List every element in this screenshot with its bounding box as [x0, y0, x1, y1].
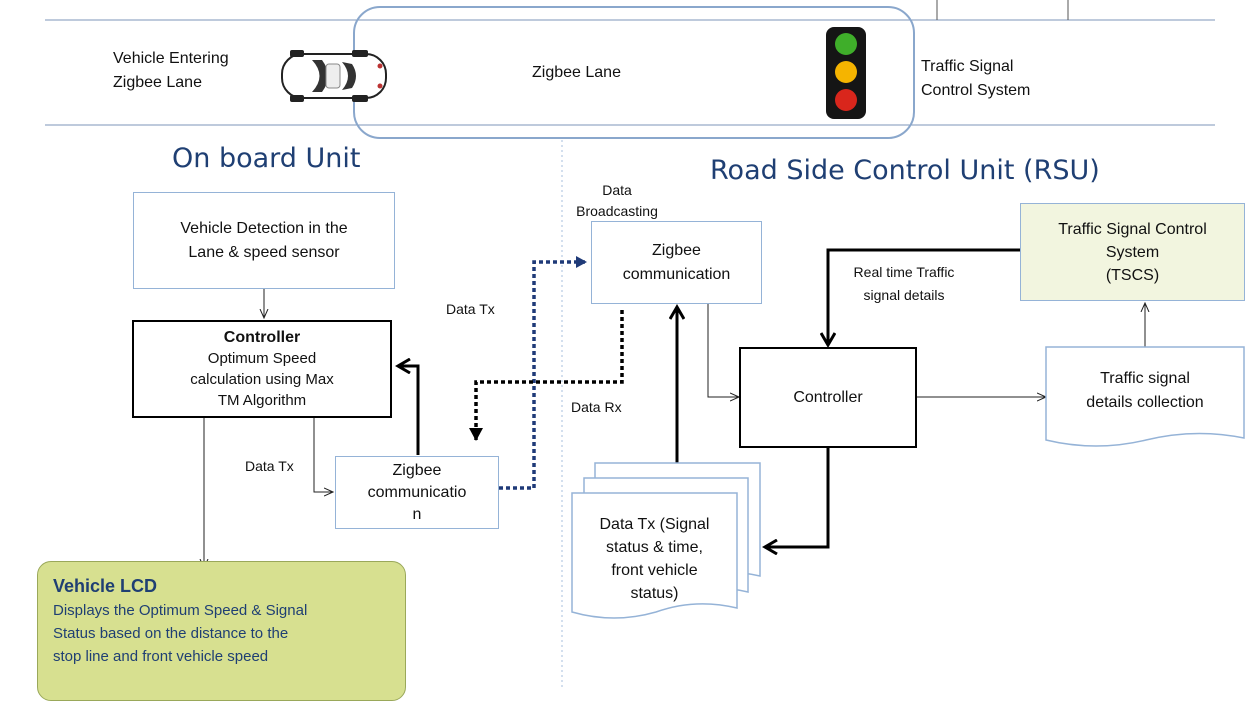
obu-controller-box: Controller Optimum Speed calculation usi…	[132, 320, 392, 418]
vehicle-entering-label: Vehicle Entering Zigbee Lane	[113, 50, 229, 91]
rsu-title: Road Side Control Unit (RSU)	[710, 155, 1100, 186]
traffic-light-icon	[826, 27, 866, 119]
label-data-rx-link: Data Rx	[571, 399, 622, 415]
vehicle-detection-box: Vehicle Detection in the Lane & speed se…	[133, 192, 395, 289]
datatx-document-stack	[571, 462, 761, 619]
rsu-controller-box: Controller	[739, 347, 917, 448]
collection-box-text: Traffic signal details collection	[1086, 370, 1204, 411]
zigbee-lane-label: Zigbee Lane	[532, 64, 621, 81]
datatx-document-text: Data Tx (Signal status & time, front veh…	[599, 516, 710, 602]
vehicle-lcd-text: Displays the Optimum Speed & Signal Stat…	[53, 602, 308, 665]
collection-document-shape	[1045, 346, 1245, 447]
arrow-tscs-to-controller	[828, 248, 1020, 345]
tscs-box: Traffic Signal Control System (TSCS)	[1020, 203, 1245, 301]
label-data-tx-link: Data Tx	[446, 301, 495, 317]
arrow-controller-to-datatx	[765, 448, 830, 547]
obu-controller-text: Optimum Speed calculation using Max TM A…	[190, 350, 334, 409]
onboard-unit-title: On board Unit	[172, 143, 361, 174]
car-top-view-icon	[281, 50, 387, 102]
label-realtime-signal-details: Real time Traffic signal details	[853, 264, 955, 303]
arrow-zigbee-to-controller-rsu	[707, 302, 739, 397]
arrow-controller-to-zigbee	[313, 418, 333, 492]
obu-controller-title: Controller	[223, 329, 301, 346]
vehicle-lcd-box: Vehicle LCD Displays the Optimum Speed &…	[37, 561, 406, 701]
label-data-broadcasting: Data Broadcasting	[576, 182, 658, 219]
obu-zigbee-box: Zigbee communicatio n	[335, 456, 499, 529]
vehicle-lcd-title: Vehicle LCD	[53, 576, 158, 596]
tscs-scene-label: Traffic Signal Control System	[921, 58, 1031, 99]
dotted-link-data-tx	[499, 256, 587, 490]
dotted-link-data-rx	[469, 310, 624, 441]
rsu-zigbee-box: Zigbee communication	[591, 221, 762, 304]
label-data-tx-controller: Data Tx	[245, 458, 294, 474]
arrow-zigbee-to-controller	[398, 366, 420, 455]
